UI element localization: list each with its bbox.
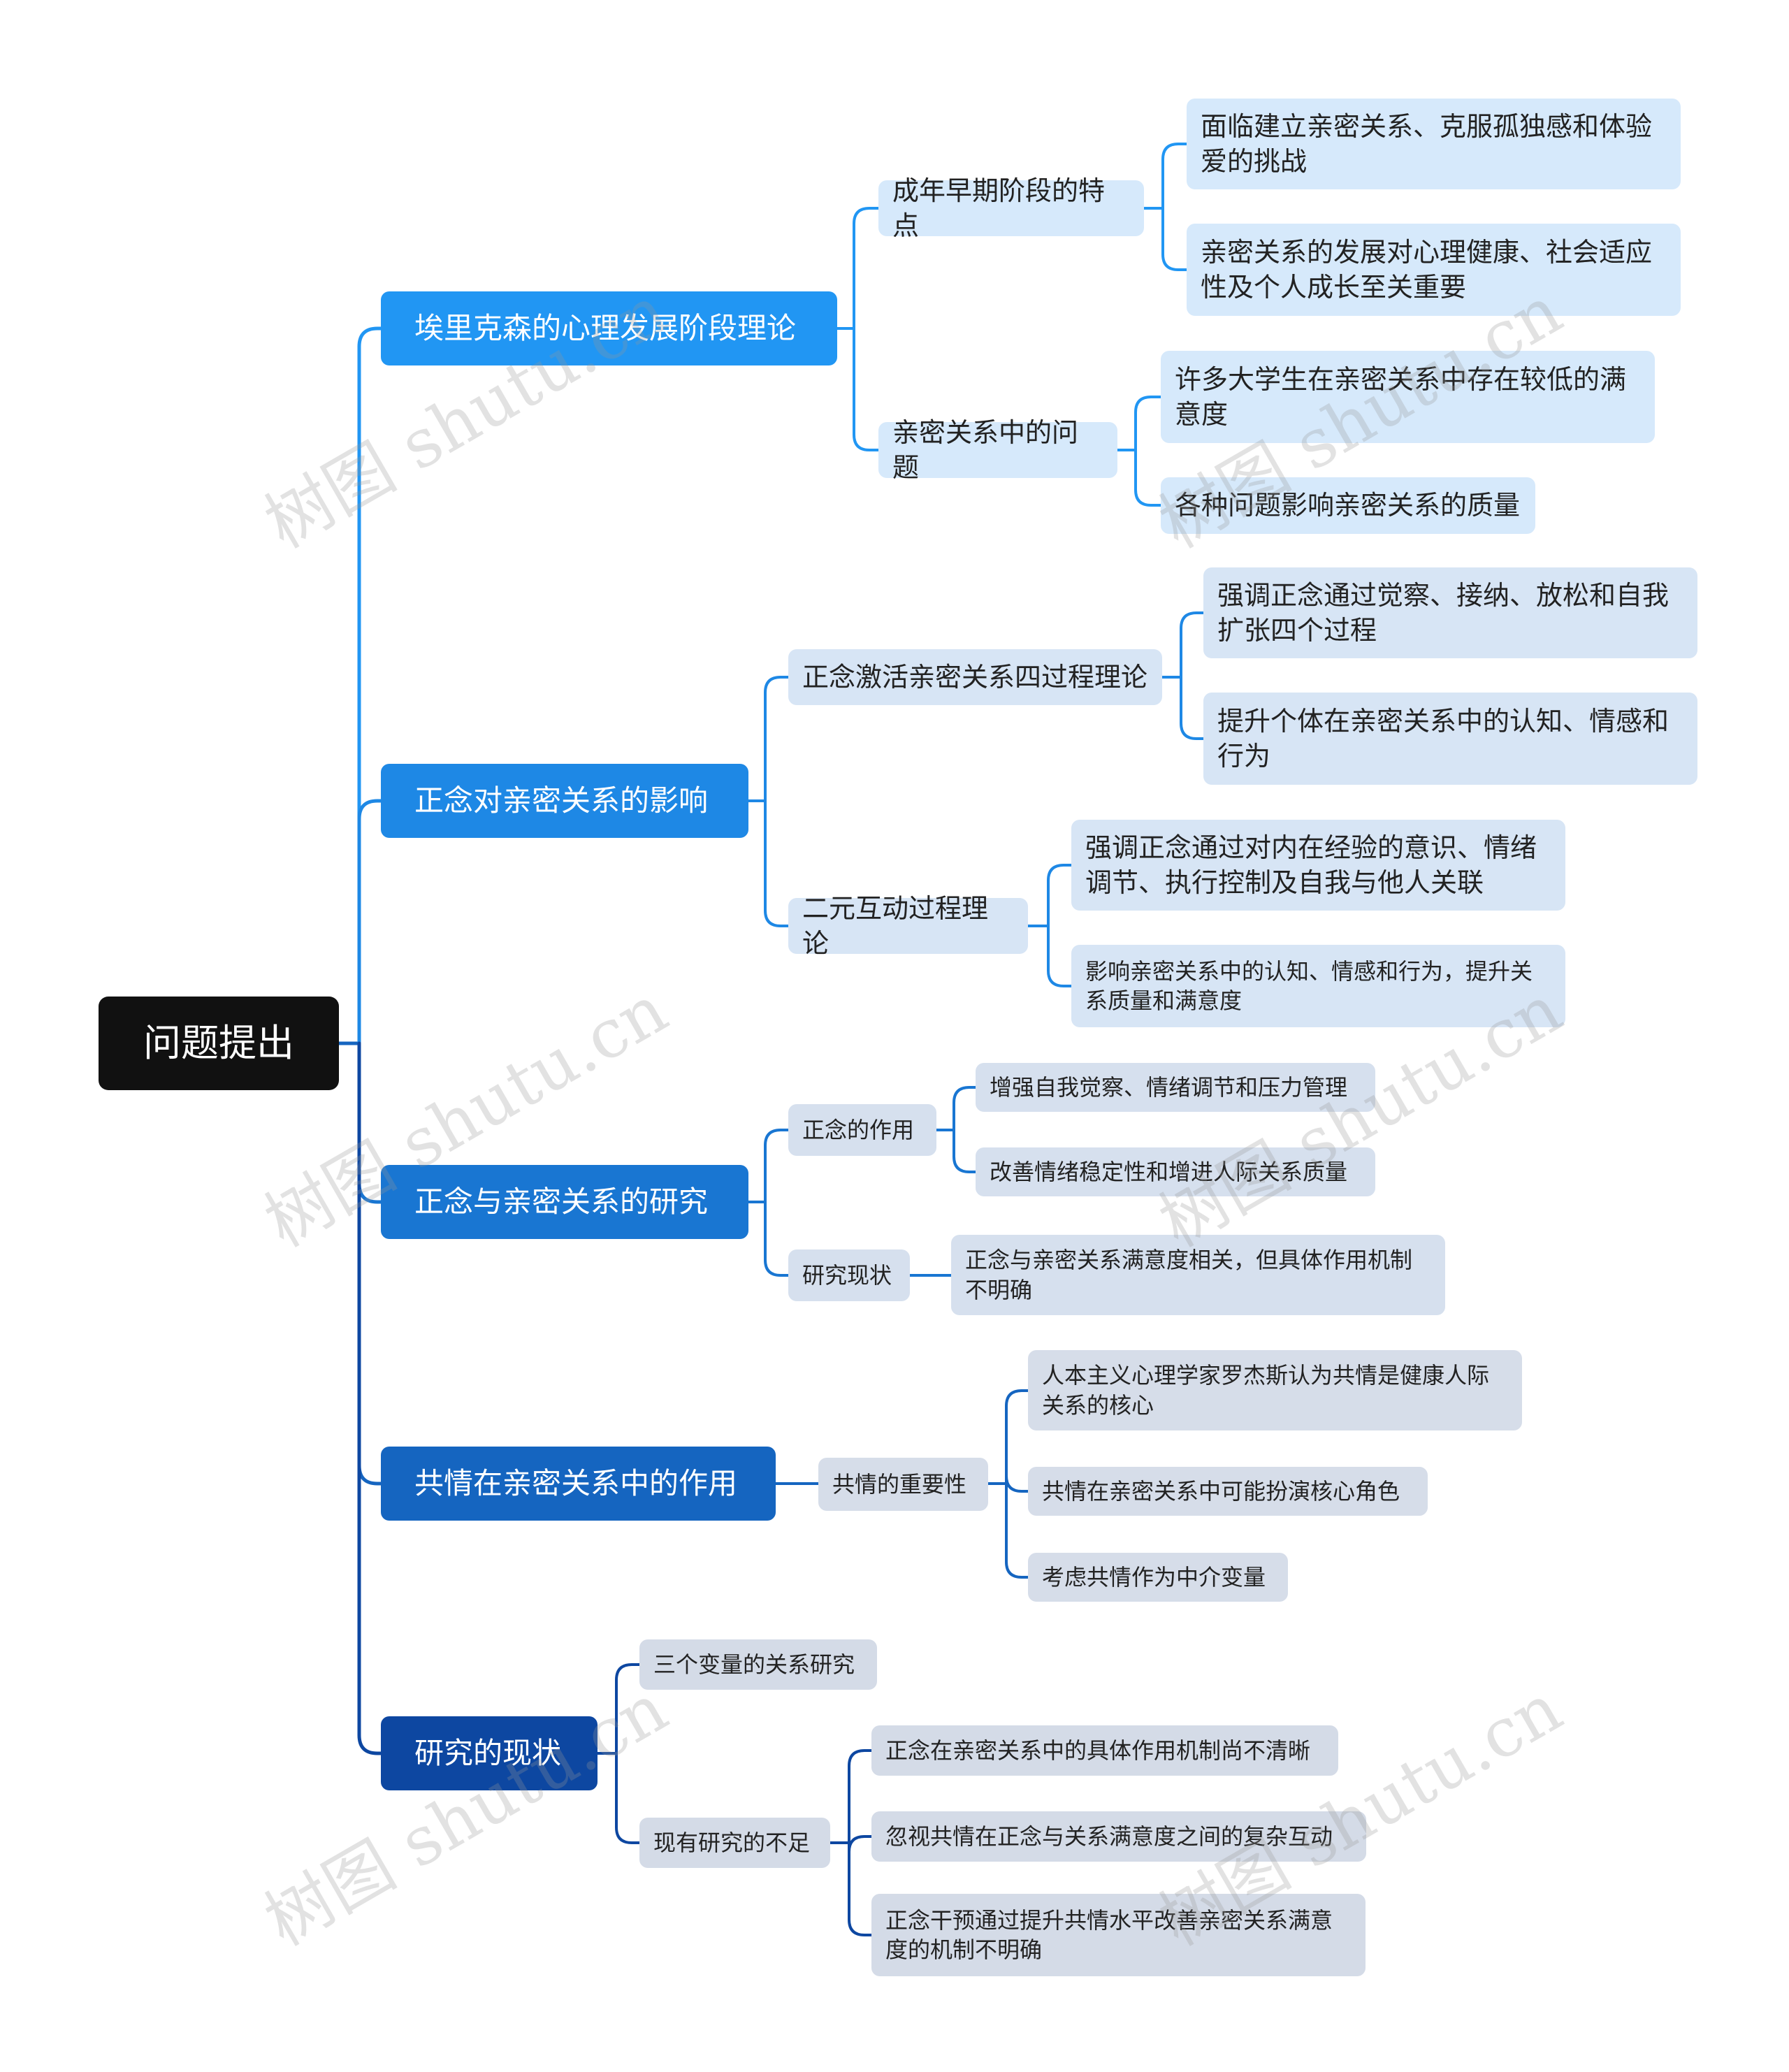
branch-erikson-theory[interactable]: 埃里克森的心理发展阶段理论 xyxy=(381,291,837,365)
topic-research-gaps[interactable]: 现有研究的不足 xyxy=(639,1818,830,1868)
topic-early-adulthood[interactable]: 成年早期阶段的特点 xyxy=(878,175,1144,241)
root-topic-label: 问题提出 xyxy=(143,1021,294,1066)
connector-line xyxy=(1161,207,1188,271)
leaf-empathy-mediator[interactable]: 考虑共情作为中介变量 xyxy=(1028,1553,1288,1602)
connector-line xyxy=(1005,1482,1029,1579)
connector-line xyxy=(1005,1475,1029,1493)
connector-line xyxy=(1005,1389,1029,1485)
connector-line xyxy=(615,1752,641,1844)
topic-four-process-theory[interactable]: 正念激活亲密关系四过程理论 xyxy=(788,649,1162,705)
leaf-rogers-empathy[interactable]: 人本主义心理学家罗杰斯认为共情是健康人际关系的核心 xyxy=(1028,1350,1522,1430)
connector-line xyxy=(357,1041,383,1755)
connector-line xyxy=(357,1041,383,1204)
leaf-cognition-emotion-behavior[interactable]: 提升个体在亲密关系中的认知、情感和行为 xyxy=(1203,693,1697,785)
branch-research-status[interactable]: 研究的现状 xyxy=(381,1716,597,1790)
topic-intimacy-problems[interactable]: 亲密关系中的问题 xyxy=(878,417,1117,483)
leaf-low-satisfaction[interactable]: 许多大学生在亲密关系中存在较低的满意度 xyxy=(1161,351,1655,443)
connector-line xyxy=(848,1841,873,1936)
leaf-intimacy-importance[interactable]: 亲密关系的发展对心理健康、社会适应性及个人成长至关重要 xyxy=(1187,224,1681,316)
connector-line xyxy=(1134,396,1162,451)
branch-empathy-role[interactable]: 共情在亲密关系中的作用 xyxy=(381,1447,776,1521)
connector-line xyxy=(1161,143,1188,210)
branch-label: 共情在亲密关系中的作用 xyxy=(414,1466,738,1501)
connector-line xyxy=(764,676,790,802)
connector-line xyxy=(1047,925,1073,987)
topic-mindfulness-effects[interactable]: 正念的作用 xyxy=(788,1104,936,1156)
leaf-improve-relationship-quality[interactable]: 影响亲密关系中的认知、情感和行为，提升关系质量和满意度 xyxy=(1071,945,1565,1027)
connector-line xyxy=(764,1129,790,1203)
connector-line xyxy=(357,799,383,1045)
connector-line xyxy=(953,1086,977,1131)
connector-line xyxy=(848,1835,873,1853)
branch-mindfulness-research[interactable]: 正念与亲密关系的研究 xyxy=(381,1165,748,1239)
leaf-mechanism-not-clear[interactable]: 正念在亲密关系中的具体作用机制尚不清晰 xyxy=(871,1725,1338,1776)
leaf-four-processes[interactable]: 强调正念通过觉察、接纳、放松和自我扩张四个过程 xyxy=(1203,567,1697,658)
branch-label: 正念与亲密关系的研究 xyxy=(414,1184,709,1219)
topic-research-status[interactable]: 研究现状 xyxy=(788,1249,910,1301)
connector-line xyxy=(1180,676,1205,740)
leaf-intervention-mechanism[interactable]: 正念干预通过提升共情水平改善亲密关系满意度的机制不明确 xyxy=(871,1894,1366,1976)
root-topic[interactable]: 问题提出 xyxy=(99,997,339,1090)
connector-line xyxy=(615,1663,641,1755)
leaf-awareness-regulation[interactable]: 强调正念通过对内在经验的意识、情绪调节、执行控制及自我与他人关联 xyxy=(1071,820,1565,911)
connector-line xyxy=(853,327,880,451)
branch-label: 正念对亲密关系的影响 xyxy=(414,783,709,818)
connector-line xyxy=(764,1201,790,1277)
branch-label: 研究的现状 xyxy=(414,1736,562,1771)
topic-three-variables[interactable]: 三个变量的关系研究 xyxy=(639,1639,877,1690)
connector-line xyxy=(357,1041,383,1486)
connector-line xyxy=(953,1129,977,1173)
connector-line xyxy=(1134,449,1162,507)
connector-line xyxy=(1180,611,1205,679)
leaf-ignored-interaction[interactable]: 忽视共情在正念与关系满意度之间的复杂互动 xyxy=(871,1811,1366,1862)
connector-line xyxy=(764,799,790,927)
leaf-mechanism-unclear[interactable]: 正念与亲密关系满意度相关，但具体作用机制不明确 xyxy=(951,1235,1445,1315)
topic-dyadic-theory[interactable]: 二元互动过程理论 xyxy=(788,893,1028,959)
leaf-empathy-core-role[interactable]: 共情在亲密关系中可能扮演核心角色 xyxy=(1028,1467,1428,1516)
leaf-intimacy-challenge[interactable]: 面临建立亲密关系、克服孤独感和体验爱的挑战 xyxy=(1187,99,1681,189)
connector-line xyxy=(1047,864,1073,927)
leaf-emotional-stability[interactable]: 改善情绪稳定性和增进人际关系质量 xyxy=(976,1147,1375,1196)
leaf-self-awareness[interactable]: 增强自我觉察、情绪调节和压力管理 xyxy=(976,1063,1375,1112)
connector-line xyxy=(848,1749,873,1844)
topic-empathy-importance[interactable]: 共情的重要性 xyxy=(818,1458,988,1511)
connector-line xyxy=(853,207,880,330)
connector-line xyxy=(357,326,383,1045)
branch-label: 埃里克森的心理发展阶段理论 xyxy=(414,311,797,346)
branch-mindfulness-influence[interactable]: 正念对亲密关系的影响 xyxy=(381,764,748,838)
leaf-quality-issues[interactable]: 各种问题影响亲密关系的质量 xyxy=(1161,477,1535,534)
